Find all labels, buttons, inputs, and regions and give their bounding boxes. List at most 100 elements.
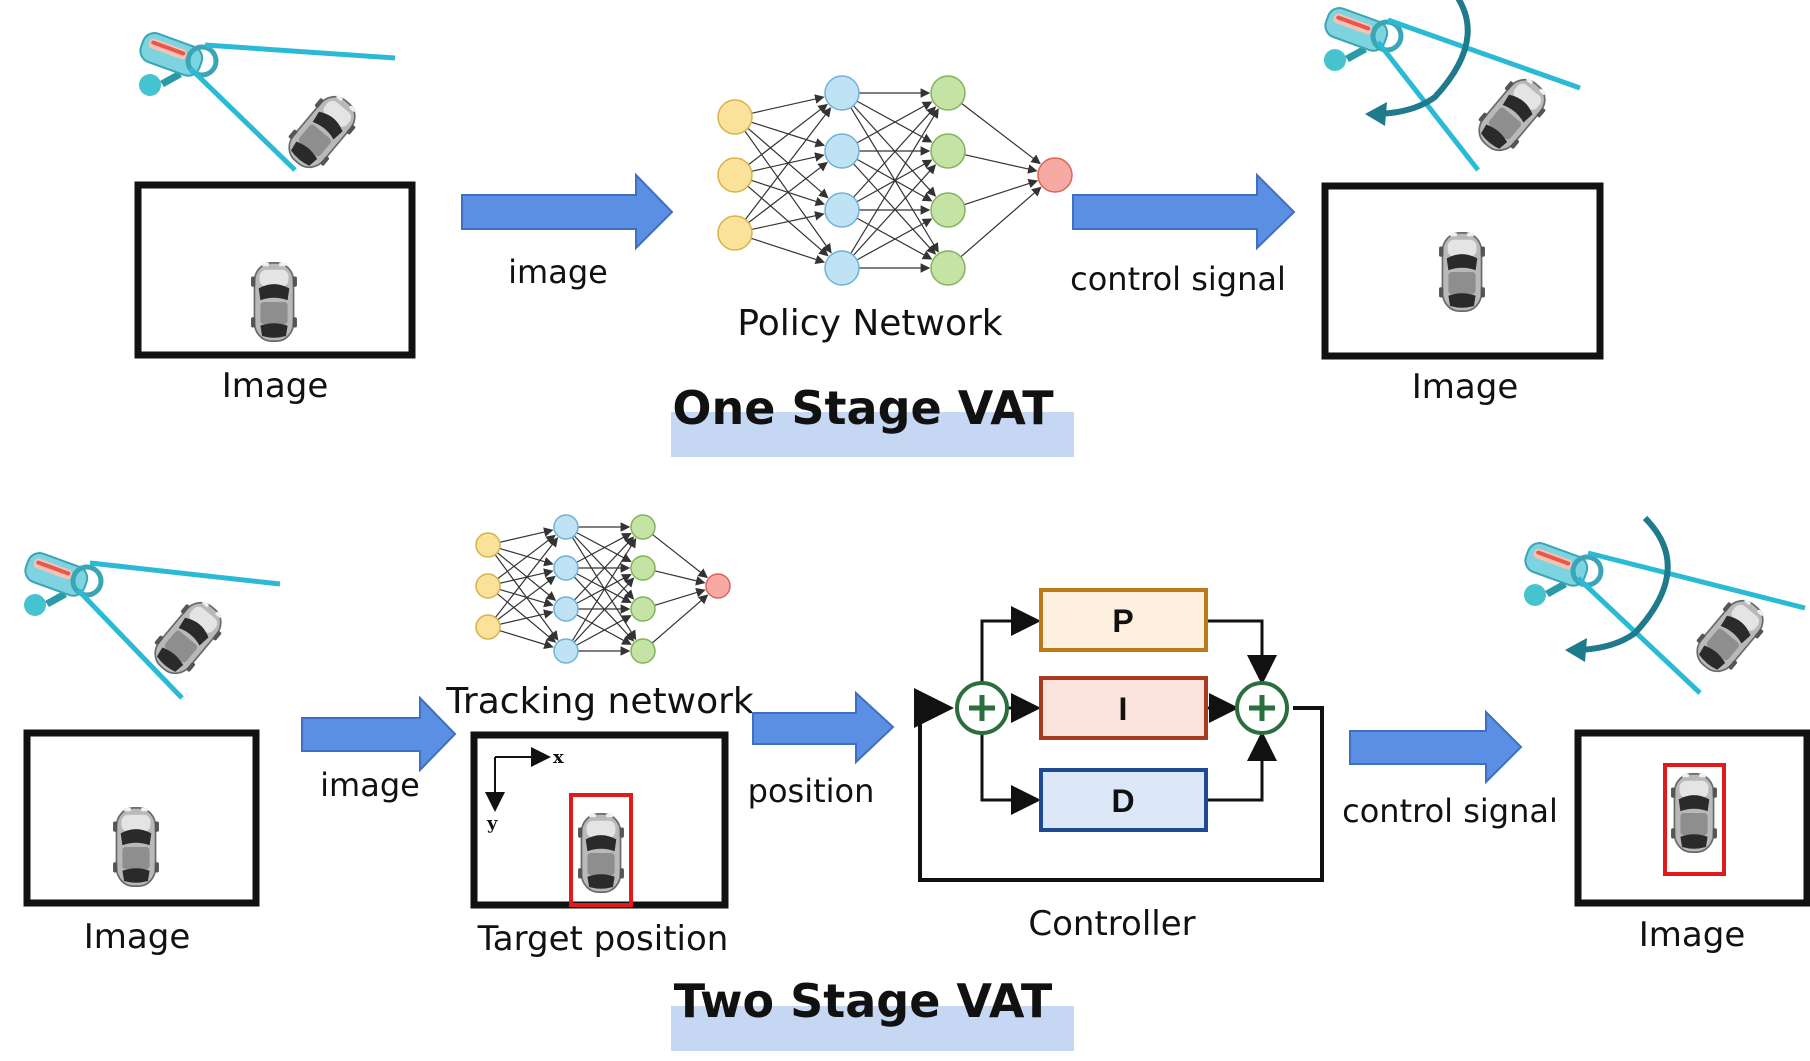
output-image-frame <box>1574 729 1810 907</box>
d-branch-in <box>980 732 1041 815</box>
two-stage-title: Two Stage VAT <box>674 974 1053 1028</box>
network-edge <box>963 178 1039 206</box>
network-node <box>475 532 501 558</box>
position-arrow-label: position <box>748 772 875 810</box>
axis-y-label: y <box>486 813 498 834</box>
network-edge <box>499 547 554 567</box>
network-node <box>824 192 860 228</box>
security-camera-icon <box>137 30 216 96</box>
d-block-label: D <box>1111 783 1134 819</box>
network-edge <box>571 537 637 642</box>
network-edge <box>576 533 632 563</box>
p-branch-in <box>980 606 1041 684</box>
p-block <box>1039 588 1208 652</box>
network-edge <box>751 121 826 148</box>
network-node <box>630 555 656 581</box>
network-edge <box>499 629 554 650</box>
network-node <box>553 638 579 664</box>
network-node <box>475 614 501 640</box>
network-node <box>553 555 579 581</box>
network-edge <box>499 527 554 543</box>
control-signal-label: control signal <box>1070 260 1286 298</box>
network-edge <box>850 108 939 254</box>
network-edge <box>748 103 828 166</box>
neural-network-icon <box>717 75 1073 286</box>
car-icon <box>1686 590 1774 682</box>
neural-network-icon <box>475 514 731 664</box>
network-edge <box>856 101 933 144</box>
output-image-label: Image <box>1639 915 1745 955</box>
network-edge <box>497 534 556 580</box>
image-arrow-label: image <box>508 253 608 291</box>
network-node <box>930 192 966 228</box>
d-block <box>1039 768 1208 832</box>
network-edge <box>494 537 559 618</box>
control-signal-arrow <box>1349 709 1523 785</box>
network-edge <box>576 574 632 604</box>
output-image-label: Image <box>1412 367 1518 407</box>
sum-junction-icon <box>955 681 1009 735</box>
control-signal-arrow <box>1072 172 1296 251</box>
axis-x-label: x <box>553 747 564 768</box>
one-stage-title-band <box>671 412 1074 457</box>
d-branch-out <box>1206 731 1277 802</box>
car-icon <box>112 807 160 887</box>
one-stage-section: Image image Policy Network control signa… <box>134 0 1604 457</box>
two-stage-section: Image image Tracking network x y Target … <box>22 514 1810 1051</box>
network-edge <box>744 107 832 220</box>
network-edge <box>751 94 825 114</box>
tracking-network-label: Tracking network <box>445 681 754 722</box>
rotate-arrow-icon <box>1365 0 1468 126</box>
network-edge <box>497 575 556 621</box>
network-edge <box>856 217 933 260</box>
car-icon <box>278 86 366 178</box>
image-arrow-label: image <box>320 766 420 804</box>
network-node <box>630 514 656 540</box>
network-edge <box>856 218 933 261</box>
network-edge <box>576 615 632 646</box>
car-icon <box>1670 773 1718 853</box>
car-icon <box>577 813 625 893</box>
network-edge <box>751 211 825 231</box>
controller-label: Controller <box>1028 904 1195 944</box>
network-node <box>630 596 656 622</box>
i-block <box>1039 676 1208 740</box>
network-node <box>824 133 860 169</box>
position-arrow <box>752 690 895 765</box>
two-stage-title-band <box>671 1006 1074 1051</box>
target-bounding-box <box>1663 763 1726 876</box>
camera-fov-beam <box>1576 550 1806 695</box>
network-node <box>824 75 860 111</box>
network-edge <box>961 102 1041 165</box>
network-node <box>553 596 579 622</box>
network-node <box>930 250 966 286</box>
network-edge <box>576 532 632 562</box>
network-edge <box>499 588 554 608</box>
output-image-frame <box>1321 182 1604 360</box>
car-icon <box>250 262 298 342</box>
i-block-label: I <box>1119 691 1128 727</box>
network-edge <box>748 161 828 224</box>
network-edge <box>654 587 706 607</box>
pid-controller: P I D Controller <box>914 588 1324 944</box>
one-stage-title: One Stage VAT <box>672 381 1054 435</box>
network-edge <box>856 158 933 202</box>
image-arrow <box>301 695 457 773</box>
p-block-label: P <box>1112 603 1133 639</box>
network-node <box>930 133 966 169</box>
network-edge <box>964 154 1038 174</box>
network-node <box>705 573 731 599</box>
input-image-label: Image <box>84 917 190 957</box>
camera-fov-beam <box>76 560 281 700</box>
network-edge <box>499 609 554 625</box>
camera-fov-beam <box>1376 17 1581 172</box>
input-image-frame <box>23 729 260 907</box>
network-node <box>930 75 966 111</box>
network-edge <box>747 185 829 257</box>
network-node <box>824 250 860 286</box>
network-edge <box>751 152 825 172</box>
security-camera-icon <box>1522 540 1601 606</box>
network-edge <box>496 552 557 601</box>
feedback-loop <box>914 688 1324 882</box>
camera-fov-beam <box>188 42 396 172</box>
